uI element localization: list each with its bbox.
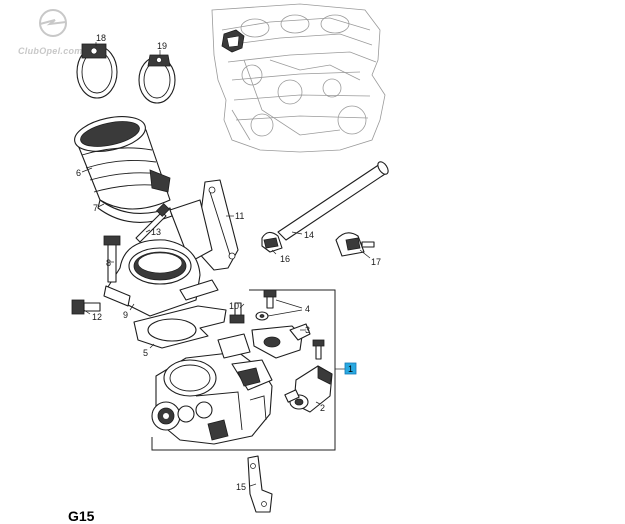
callout-7: 7 — [93, 203, 98, 213]
screw-washer-4 — [255, 289, 277, 321]
highlight-callout-1[interactable]: 1 — [344, 362, 357, 375]
intake-flange-9 — [103, 239, 219, 317]
hose-clip-16 — [261, 231, 283, 253]
hose-clamp-19 — [138, 54, 176, 104]
callout-14: 14 — [304, 230, 314, 240]
vent-pipe-14 — [277, 161, 389, 241]
clubopel-logo: ClubOpel.com — [18, 9, 83, 56]
bolt-12 — [71, 299, 101, 315]
callout-17: 17 — [371, 257, 381, 267]
throttle-body — [151, 333, 273, 445]
callout-10: 10 — [229, 301, 239, 311]
callout-4: 4 — [305, 304, 310, 314]
callout-12: 12 — [92, 312, 102, 322]
bracket-15 — [247, 455, 273, 513]
highlight-label[interactable]: 1 — [348, 364, 353, 374]
callout-19: 19 — [157, 41, 167, 51]
callout-13: 13 — [151, 227, 161, 237]
callout-3: 3 — [305, 325, 310, 335]
engine-illustration — [211, 3, 386, 153]
callout-11: 11 — [235, 211, 244, 221]
gasket-5 — [133, 305, 227, 349]
callout-15: 15 — [236, 482, 246, 492]
callout-16: 16 — [280, 254, 290, 264]
idle-control-valve-2 — [284, 365, 333, 413]
callout-2: 2 — [320, 403, 325, 413]
callout-18: 18 — [96, 33, 106, 43]
intake-bellows-6 — [74, 116, 171, 210]
hose-clip-17 — [335, 232, 375, 257]
screw-10 — [229, 302, 245, 324]
logo-text: ClubOpel.com — [18, 46, 83, 56]
hose-clamp-18 — [76, 43, 118, 99]
callout-6: 6 — [76, 168, 81, 178]
callout-5: 5 — [143, 348, 148, 358]
diagram-reference: G15 — [68, 508, 95, 524]
leader-lines — [81, 42, 371, 487]
callout-9: 9 — [123, 310, 128, 320]
engine-throttle-marker — [221, 29, 245, 53]
manifold-adaptor-11 — [169, 179, 239, 271]
callout-8: 8 — [106, 258, 111, 268]
sensor-screw — [312, 339, 325, 360]
throttle-sensor-3 — [251, 323, 311, 359]
assembly-bracket-frame — [151, 289, 336, 451]
highlight-box[interactable] — [344, 362, 357, 375]
bolt-13 — [135, 203, 170, 243]
